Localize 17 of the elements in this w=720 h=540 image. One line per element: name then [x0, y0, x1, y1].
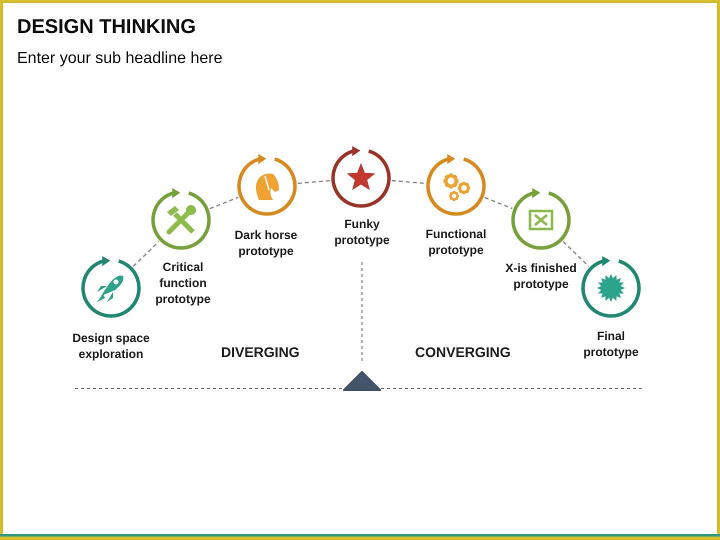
node-label: Final prototype — [582, 328, 640, 360]
node-label: X-is finished prototype — [504, 260, 578, 292]
dashed-connector — [132, 241, 160, 267]
node-label: Dark horse prototype — [234, 227, 298, 259]
dashed-connector — [562, 241, 590, 267]
subtitle: Enter your sub headline here — [17, 50, 222, 68]
dashed-connector — [484, 196, 512, 210]
dashed-connector — [210, 196, 238, 210]
dashed-connector — [392, 180, 426, 184]
node-label: Design space exploration — [71, 330, 151, 362]
title: DESIGN THINKING — [17, 16, 196, 39]
node-label: Funky prototype — [333, 216, 391, 248]
dashed-connector — [298, 180, 330, 184]
phase-label: CONVERGING — [415, 344, 511, 360]
node-label: Critical function prototype — [154, 259, 212, 307]
node-label: Functional prototype — [424, 226, 488, 258]
phase-label: DIVERGING — [221, 344, 300, 360]
